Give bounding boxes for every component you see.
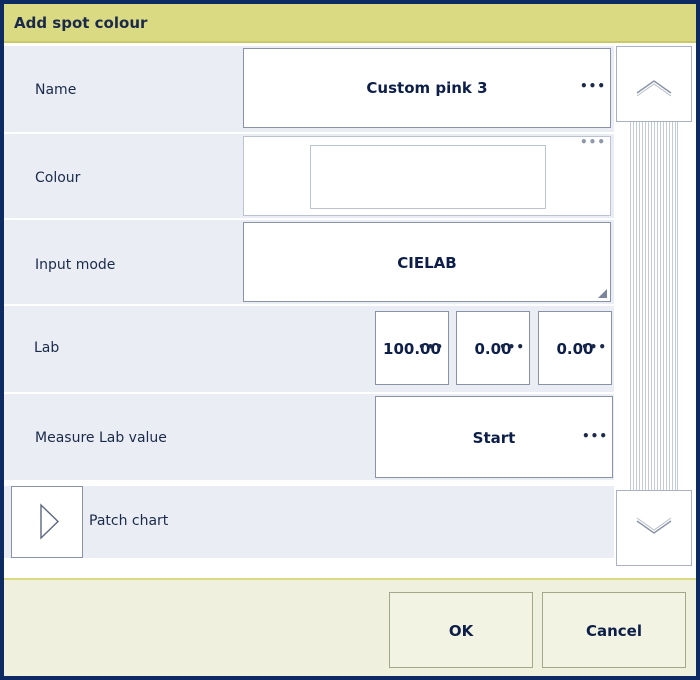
name-row: Name Custom pink 3 ••• xyxy=(4,46,614,132)
more-icon: ••• xyxy=(498,340,525,354)
scrollbar[interactable] xyxy=(616,46,692,566)
colour-swatch xyxy=(310,145,546,209)
patch-chart-row: Patch chart xyxy=(4,486,614,558)
measure-row: Measure Lab value Start ••• xyxy=(4,394,614,480)
start-measure-button[interactable]: Start ••• xyxy=(375,396,613,478)
name-label: Name xyxy=(35,82,77,98)
lab-b-field[interactable]: 0.00 ••• xyxy=(538,311,612,385)
measure-label: Measure Lab value xyxy=(35,430,167,446)
title-bar: Add spot colour xyxy=(4,4,696,43)
lab-label: Lab xyxy=(34,340,60,356)
input-mode-row: Input mode CIELAB xyxy=(4,220,614,304)
lab-a-value: 0.00 xyxy=(474,340,512,358)
patch-chart-expand-button[interactable] xyxy=(11,486,83,558)
dropdown-corner-icon xyxy=(598,289,607,298)
lab-row: Lab 100.00 ••• 0.00 ••• 0.00 ••• xyxy=(4,306,614,392)
dialog-body: Add spot colour Name Custom pink 3 ••• C… xyxy=(4,4,696,676)
ok-label: OK xyxy=(448,622,474,640)
colour-label: Colour xyxy=(35,170,81,186)
name-value: Custom pink 3 xyxy=(366,79,488,97)
input-mode-dropdown[interactable]: CIELAB xyxy=(243,222,611,302)
colour-field[interactable]: ••• xyxy=(243,135,611,216)
chevron-up-icon xyxy=(636,80,672,97)
colour-row: Colour ••• xyxy=(4,134,614,218)
input-mode-label: Input mode xyxy=(35,257,116,273)
scroll-track[interactable] xyxy=(630,122,678,494)
more-icon: ••• xyxy=(580,340,607,354)
cancel-button[interactable]: Cancel xyxy=(542,592,686,668)
more-icon: ••• xyxy=(581,429,608,443)
more-icon: ••• xyxy=(417,340,444,354)
lab-l-value: 100.00 xyxy=(383,340,441,358)
triangle-right-icon xyxy=(40,503,60,540)
dialog-title: Add spot colour xyxy=(14,14,148,32)
lab-b-value: 0.00 xyxy=(556,340,594,358)
more-icon: ••• xyxy=(579,79,606,93)
input-mode-value: CIELAB xyxy=(397,254,457,272)
lab-l-field[interactable]: 100.00 ••• xyxy=(375,311,449,385)
scroll-up-button[interactable] xyxy=(616,46,692,122)
ok-button[interactable]: OK xyxy=(389,592,533,668)
lab-a-field[interactable]: 0.00 ••• xyxy=(456,311,530,385)
name-field[interactable]: Custom pink 3 ••• xyxy=(243,48,611,128)
cancel-label: Cancel xyxy=(585,622,642,640)
scroll-down-button[interactable] xyxy=(616,490,692,566)
more-icon: ••• xyxy=(579,135,606,149)
patch-chart-label: Patch chart xyxy=(89,513,169,529)
chevron-down-icon xyxy=(636,517,672,534)
dialog-footer: OK Cancel xyxy=(4,578,696,676)
start-label: Start xyxy=(472,429,516,447)
